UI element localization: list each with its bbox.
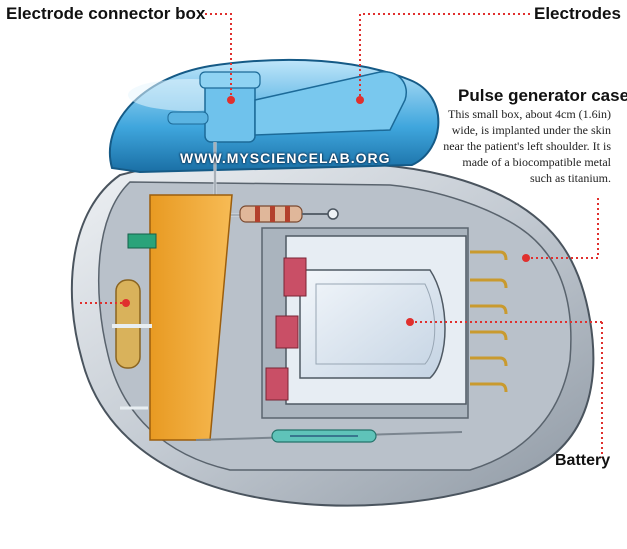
label-battery: Battery [555, 452, 611, 469]
green-chip [127, 233, 157, 249]
label-pulse-generator-case: Pulse generator case [458, 86, 627, 105]
label-electrodes: Electrodes [534, 4, 621, 23]
battery [299, 269, 446, 379]
electrode-pins [470, 250, 508, 393]
leader-lines [80, 13, 603, 458]
red-cell-3 [265, 367, 289, 401]
red-cell-2 [275, 315, 299, 349]
leader-dots [122, 96, 530, 326]
red-cell-1 [283, 257, 307, 297]
connector-stub [167, 111, 209, 125]
case-description: This small box, about 4cm (1.6in) wide, … [443, 107, 611, 185]
resistor-terminal [327, 208, 339, 220]
watermark: WWW.MYSCIENCELAB.ORG [180, 150, 391, 166]
label-electrode-connector-box: Electrode connector box [6, 4, 206, 23]
electrode-lead-housing [254, 71, 407, 136]
